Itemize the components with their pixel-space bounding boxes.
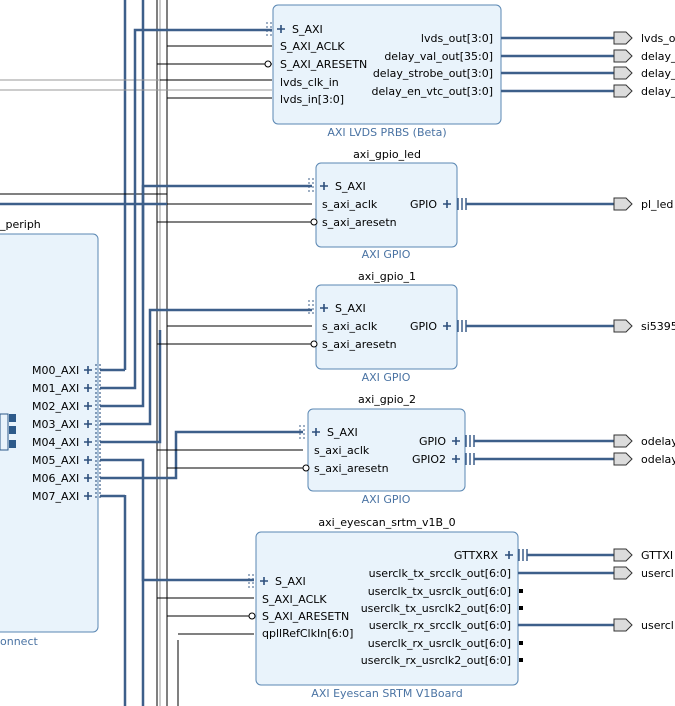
gpio-2-port-gpio: GPIO bbox=[419, 435, 446, 448]
gpio-led-port-aclk: s_axi_aclk bbox=[322, 198, 378, 211]
ext-port-label[interactable]: lvds_o bbox=[641, 32, 675, 45]
lvds-output-wires bbox=[501, 36, 614, 93]
lvds-axi-plus-icon bbox=[266, 22, 285, 38]
port-arrow-icon bbox=[613, 548, 633, 562]
gpio-1-block[interactable]: axi_gpio_1 S_AXI s_axi_aclk s_axi_areset… bbox=[308, 270, 458, 384]
port-m06-axi: M06_AXI bbox=[32, 472, 79, 485]
ext-port-label[interactable]: GTTXI bbox=[641, 549, 673, 562]
gpio-1-port-aclk: s_axi_aclk bbox=[322, 320, 378, 333]
gpio-led-port-s-axi: S_AXI bbox=[335, 180, 366, 193]
eyescan-port-gttxrx: GTTXRX bbox=[454, 549, 499, 562]
gpio-2-output-wires bbox=[465, 435, 614, 465]
eyescan-output-wires bbox=[518, 549, 614, 662]
lvds-port-s-axi-aclk: S_AXI_ACLK bbox=[280, 40, 345, 53]
port-arrow-icon bbox=[613, 618, 633, 632]
gpio-2-port-aclk: s_axi_aclk bbox=[314, 444, 370, 457]
ext-port-label[interactable]: pl_led bbox=[641, 198, 673, 211]
port-m00-axi: M00_AXI bbox=[32, 364, 79, 377]
ext-port-label[interactable]: si5395 bbox=[641, 320, 675, 333]
lvds-prbs-block[interactable]: S_AXI S_AXI_ACLK S_AXI_ARESETN lvds_clk_… bbox=[264, 4, 502, 139]
port-arrow-icon bbox=[613, 31, 633, 45]
gpio-2-port-gpio2: GPIO2 bbox=[412, 453, 446, 466]
lvds-port-lvds-in: lvds_in[3:0] bbox=[280, 93, 344, 106]
port-m03-axi: M03_AXI bbox=[32, 418, 79, 431]
eyescan-port-s-axi: S_AXI bbox=[275, 575, 306, 588]
port-arrow-icon bbox=[613, 197, 633, 211]
gpio-2-port-aresetn: s_axi_aresetn bbox=[314, 462, 389, 475]
interconnect-block[interactable]: _periph onnect M00_AXI M01_AXI M02_AXI M… bbox=[0, 218, 101, 648]
gpio-led-block[interactable]: axi_gpio_led S_AXI s_axi_aclk s_axi_ares… bbox=[308, 148, 458, 261]
interconnect-plus-icons bbox=[84, 364, 101, 500]
port-arrow-icon bbox=[613, 49, 633, 63]
lvds-port-delay-val-out: delay_val_out[35:0] bbox=[384, 50, 493, 63]
gpio-1-port-aresetn: s_axi_aresetn bbox=[322, 338, 397, 351]
gpio-2-port-s-axi: S_AXI bbox=[327, 426, 358, 439]
gpio-1-port-s-axi: S_AXI bbox=[335, 302, 366, 315]
gpio-led-port-gpio: GPIO bbox=[410, 198, 437, 211]
gpio-led-instance-label: axi_gpio_led bbox=[353, 148, 421, 161]
eyescan-port-tx-usrclk2: userclk_tx_usrclk2_out[6:0] bbox=[361, 602, 511, 615]
external-output-ports: lvds_o delay_ delay_ delay_ pl_led si539… bbox=[613, 31, 675, 632]
lvds-type-label: AXI LVDS PRBS (Beta) bbox=[327, 126, 446, 139]
eyescan-port-s-axi-aresetn: S_AXI_ARESETN bbox=[262, 610, 349, 623]
eyescan-port-rx-usrclk2: userclk_rx_usrclk2_out[6:0] bbox=[361, 654, 511, 667]
lvds-port-s-axi-aresetn: S_AXI_ARESETN bbox=[280, 58, 367, 71]
eyescan-port-s-axi-aclk: S_AXI_ACLK bbox=[262, 593, 327, 606]
ext-port-label[interactable]: odelay bbox=[641, 453, 675, 466]
gpio-led-type-label: AXI GPIO bbox=[362, 248, 411, 261]
eyescan-type-label: AXI Eyescan SRTM V1Board bbox=[311, 687, 462, 700]
port-m07-axi: M07_AXI bbox=[32, 490, 79, 503]
eyescan-port-rx-srcclk: userclk_rx_srcclk_out[6:0] bbox=[369, 619, 511, 632]
gpio-2-block[interactable]: axi_gpio_2 S_AXI s_axi_aclk s_axi_areset… bbox=[299, 393, 466, 506]
port-arrow-icon bbox=[613, 84, 633, 98]
lvds-port-delay-strobe-out: delay_strobe_out[3:0] bbox=[373, 67, 493, 80]
port-m05-axi: M05_AXI bbox=[32, 454, 79, 467]
gpio-led-port-aresetn: s_axi_aresetn bbox=[322, 216, 397, 229]
gpio-2-instance-label: axi_gpio_2 bbox=[358, 393, 416, 406]
port-m04-axi: M04_AXI bbox=[32, 436, 79, 449]
port-m02-axi: M02_AXI bbox=[32, 400, 79, 413]
port-arrow-icon bbox=[613, 452, 633, 466]
interconnect-master-ports: M00_AXI M01_AXI M02_AXI M03_AXI M04_AXI … bbox=[32, 364, 79, 503]
port-arrow-icon bbox=[613, 434, 633, 448]
gpio-2-type-label: AXI GPIO bbox=[362, 493, 411, 506]
ext-port-label[interactable]: delay_ bbox=[641, 50, 675, 63]
port-m01-axi: M01_AXI bbox=[32, 382, 79, 395]
lvds-port-lvds-out: lvds_out[3:0] bbox=[421, 32, 493, 45]
ext-port-label[interactable]: delay_ bbox=[641, 67, 675, 80]
port-arrow-icon bbox=[613, 566, 633, 580]
eyescan-port-tx-srcclk: userclk_tx_srcclk_out[6:0] bbox=[369, 567, 511, 580]
lvds-port-lvds-clk-in: lvds_clk_in bbox=[280, 76, 339, 89]
gpio-led-output-wire bbox=[457, 198, 614, 210]
eyescan-block[interactable]: axi_eyescan_srtm_v1B_0 S_AXI S_AXI_ACLK … bbox=[248, 516, 519, 700]
interconnect-crossbar-icon bbox=[0, 413, 16, 451]
lvds-port-s-axi: S_AXI bbox=[292, 23, 323, 36]
eyescan-port-qpllrefclkin: qpllRefClkIn[6:0] bbox=[262, 627, 353, 640]
interconnect-instance-label: _periph bbox=[0, 218, 41, 231]
left-vertical-trunks bbox=[123, 0, 179, 706]
clock-reset-wires bbox=[157, 45, 312, 635]
ext-port-label[interactable]: usercl bbox=[641, 619, 674, 632]
ext-port-label[interactable]: odelay bbox=[641, 435, 675, 448]
port-arrow-icon bbox=[613, 66, 633, 80]
interconnect-bus-wires bbox=[100, 28, 312, 582]
interconnect-type-label: onnect bbox=[0, 635, 38, 648]
gpio-1-type-label: AXI GPIO bbox=[362, 371, 411, 384]
gpio-1-output-wire bbox=[457, 320, 614, 332]
eyescan-instance-label: axi_eyescan_srtm_v1B_0 bbox=[318, 516, 455, 529]
eyescan-port-rx-usrclk: userclk_rx_usrclk_out[6:0] bbox=[368, 637, 511, 650]
lvds-port-delay-en-vtc-out: delay_en_vtc_out[3:0] bbox=[372, 85, 493, 98]
ext-port-label[interactable]: usercl bbox=[641, 567, 674, 580]
ext-port-label[interactable]: delay_ bbox=[641, 85, 675, 98]
eyescan-port-tx-usrclk: userclk_tx_usrclk_out[6:0] bbox=[368, 585, 511, 598]
gpio-1-instance-label: axi_gpio_1 bbox=[358, 270, 416, 283]
port-arrow-icon bbox=[613, 319, 633, 333]
gpio-1-port-gpio: GPIO bbox=[410, 320, 437, 333]
